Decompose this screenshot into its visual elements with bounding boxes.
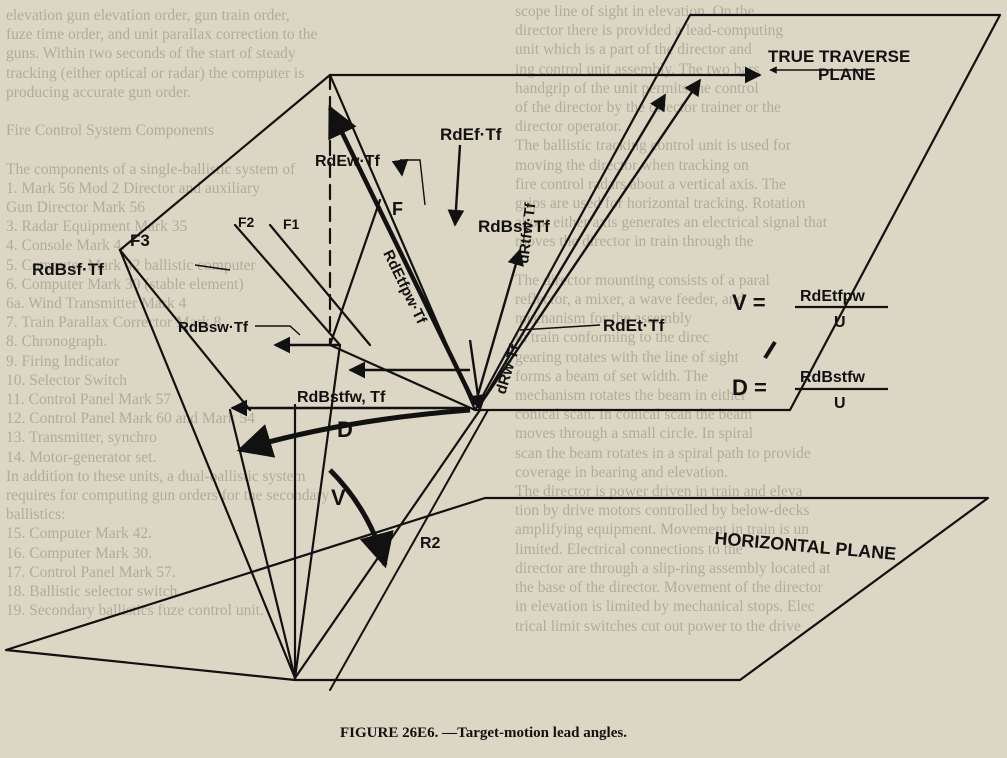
left-line: 8. Chronograph. bbox=[6, 333, 108, 351]
formula-v-num: RdEtfpw bbox=[800, 288, 865, 305]
left-line: 14. Motor-generator set. bbox=[6, 448, 157, 466]
label-rdbst-tf: RdBst·Tf bbox=[478, 217, 550, 236]
label-r2: R2 bbox=[420, 535, 441, 552]
left-line: In addition to these units, a dual-balli… bbox=[6, 467, 306, 485]
left-line: 15. Computer Mark 42. bbox=[6, 525, 152, 543]
right-line: The ballistic tracking control unit is u… bbox=[515, 137, 791, 155]
background-text-left: elevation gun elevation order, gun train… bbox=[6, 6, 486, 621]
right-line: trical limit switches cut out power to t… bbox=[515, 617, 801, 635]
left-line: 13. Transmitter, synchro bbox=[6, 429, 157, 447]
label-rdbsw-tf: RdBsw·Tf bbox=[178, 319, 249, 336]
right-line: mechanism rotates the beam in either bbox=[515, 387, 747, 405]
left-line: elevation gun elevation order, gun train… bbox=[6, 7, 290, 24]
right-line: grips are used for horizontal tracking. … bbox=[515, 195, 806, 213]
right-line: unit which is a part of the director and bbox=[515, 41, 752, 59]
right-line: mechanism for the assembly bbox=[515, 310, 692, 328]
left-line: 12. Control Panel Mark 60 and Mark 54 bbox=[6, 410, 255, 428]
label-f1: F1 bbox=[283, 216, 300, 232]
left-line: requires for computing gun orders for th… bbox=[6, 487, 330, 505]
right-line: of the director by the director trainer … bbox=[515, 99, 781, 117]
right-line: scan the beam rotates in a spiral path t… bbox=[515, 444, 811, 462]
right-line: fire control radars about a vertical axi… bbox=[515, 175, 786, 193]
left-line: 16. Computer Mark 30. bbox=[6, 544, 152, 562]
right-line: amplifying equipment. Movement in train … bbox=[515, 521, 810, 539]
formula-d-left: D = bbox=[732, 375, 767, 400]
right-line: tion by drive motors controlled by below… bbox=[515, 502, 810, 520]
right-line: reflector, a mixer, a wave feeder, and bbox=[515, 291, 745, 309]
label-horizontal-plane: HORIZONTAL PLANE bbox=[714, 528, 897, 564]
formula-v-den: U bbox=[834, 314, 846, 331]
right-line: director operator. bbox=[515, 118, 622, 136]
right-line: The director mounting consists of a para… bbox=[515, 271, 770, 289]
right-line: in elevation is limited by mechanical st… bbox=[515, 598, 815, 616]
left-line: 9. Firing Indicator bbox=[6, 352, 120, 370]
left-line: ballistics: bbox=[6, 506, 66, 524]
formula-v-left: V = bbox=[732, 290, 766, 315]
right-line: coverage in bearing and elevation. bbox=[515, 463, 729, 481]
left-line: tracking (either optical or radar) the c… bbox=[6, 64, 305, 82]
label-rdbstfw-tf: RdBstfw, Tf bbox=[297, 389, 386, 406]
label-rdef-tf: RdEf·Tf bbox=[440, 125, 502, 144]
right-line: director there is provided a lead-comput… bbox=[515, 22, 784, 40]
left-line: 4. Console Mark 4. bbox=[6, 237, 126, 255]
left-line: producing accurate gun order. bbox=[6, 83, 192, 101]
label-d: D bbox=[337, 417, 353, 442]
formula-d-den: U bbox=[834, 395, 846, 412]
left-line: 5. Computer Mark 42 ballistic computer bbox=[6, 256, 256, 274]
right-line: The director is power driven in train an… bbox=[515, 483, 803, 501]
left-line: 17. Control Panel Mark 57. bbox=[6, 563, 176, 581]
true-traverse-plane bbox=[473, 13, 1002, 412]
right-line: about either axis generates an electrica… bbox=[515, 214, 828, 232]
left-line: fuze time order, and unit parallax corre… bbox=[6, 26, 318, 44]
right-line: director are through a slip-ring assembl… bbox=[515, 559, 831, 577]
figure-number: FIGURE 26E6. bbox=[340, 725, 439, 741]
label-f2: F2 bbox=[238, 214, 255, 230]
label-rdet-tf: RdEt·Tf bbox=[603, 316, 665, 335]
label-rdbsf-tf: RdBsf·Tf bbox=[32, 260, 104, 279]
left-line: 6. Computer Mark 30 (stable element) bbox=[6, 275, 244, 293]
label-true-traverse-plane-2: PLANE bbox=[818, 65, 876, 84]
right-line: moving the director when tracking on bbox=[515, 156, 749, 174]
left-line: 19. Secondary ballistics fuze control un… bbox=[6, 602, 264, 620]
left-line: 11. Control Panel Mark 57 bbox=[6, 391, 172, 409]
horizontal-plane bbox=[4, 496, 990, 682]
left-line: 7. Train Parallax Corrector Mark 8 bbox=[6, 314, 222, 332]
right-line: forms a beam of set width. The bbox=[515, 367, 708, 385]
left-line: 1. Mark 56 Mod 2 Director and auxiliary bbox=[6, 179, 260, 197]
d-arc bbox=[236, 407, 471, 458]
left-line: 10. Selector Switch bbox=[6, 371, 127, 389]
right-line: the base of the director. Movement of th… bbox=[515, 579, 823, 597]
label-drtfw-tf: dRtfw·Tf bbox=[515, 201, 539, 264]
figure-caption: FIGURE 26E6. —Target-motion lead angles. bbox=[340, 725, 627, 742]
right-line: ing control unit assembly. The two bars bbox=[515, 60, 760, 78]
right-line: in train conforming to the direc bbox=[515, 329, 710, 347]
label-v: V bbox=[331, 485, 346, 510]
label-f3: F3 bbox=[130, 231, 150, 250]
left-line: Gun Director Mark 56 bbox=[6, 199, 146, 217]
left-line: Fire Control System Components bbox=[6, 122, 214, 140]
left-line: guns. Within two seconds of the start of… bbox=[6, 45, 296, 63]
formula-d-num: RdBstfw bbox=[800, 369, 865, 386]
left-line: 18. Ballistic selector switch. bbox=[6, 583, 182, 601]
figure-title: —Target-motion lead angles. bbox=[442, 725, 627, 741]
right-line: moves through a small circle. In spiral bbox=[515, 425, 754, 443]
right-line: gearing rotates with the line of sight bbox=[515, 348, 739, 366]
label-rdew-tf: RdEw·Tf bbox=[315, 153, 381, 170]
label-true-traverse-plane: TRUE TRAVERSE bbox=[768, 47, 910, 66]
right-line: limited. Electrical connections to the bbox=[515, 540, 743, 558]
v-arc bbox=[328, 468, 394, 569]
label-f: F bbox=[392, 199, 403, 219]
